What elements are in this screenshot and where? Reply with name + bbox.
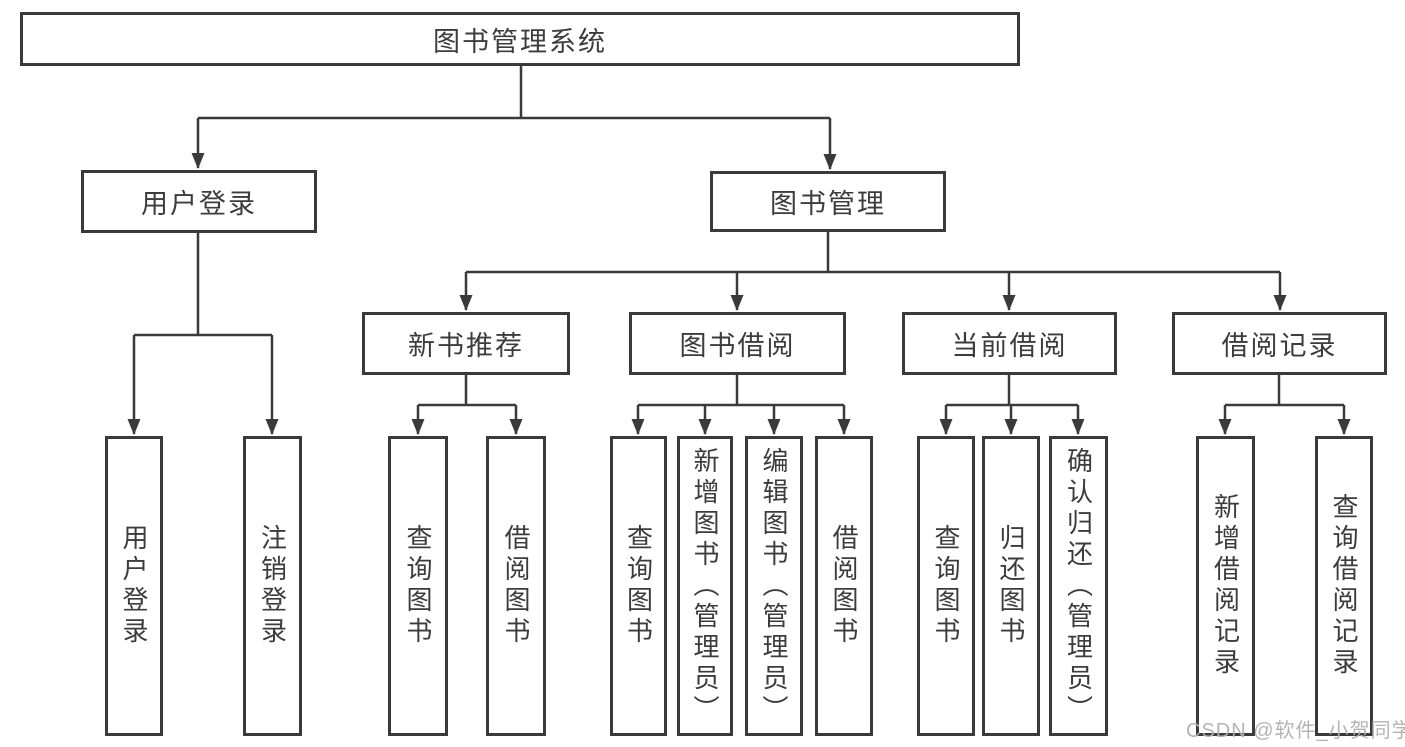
node-label: 新书推荐	[408, 331, 524, 361]
node-label: 用户登录	[141, 189, 257, 219]
node-label: 借阅图书	[829, 524, 859, 648]
leaf-query-books-recommend: 查询图书	[388, 436, 448, 736]
node-book-management: 图书管理	[710, 171, 946, 232]
node-label: 当前借阅	[951, 331, 1068, 361]
leaf-logout: 注销登录	[243, 436, 302, 736]
node-label: 图书管理	[770, 189, 886, 219]
node-label: 编辑图书（管理员）	[759, 446, 789, 726]
leaf-return-books: 归还图书	[982, 436, 1040, 736]
node-borrow-records: 借阅记录	[1172, 312, 1387, 375]
node-label: 查询图书	[403, 524, 433, 648]
leaf-query-borrow-record: 查询借阅记录	[1315, 436, 1373, 736]
node-current-borrow: 当前借阅	[902, 312, 1117, 375]
node-label: 用户登录	[119, 524, 149, 648]
leaf-add-books-admin: 新增图书（管理员）	[677, 436, 733, 736]
node-label: 查询图书	[623, 524, 654, 648]
node-label: 图书管理系统	[433, 26, 607, 57]
node-label: 查询图书	[931, 524, 961, 648]
leaf-confirm-return-admin: 确认归还（管理员）	[1049, 436, 1108, 736]
node-label: 查询借阅记录	[1329, 493, 1359, 679]
csdn-watermark: CSDN @软件_小贺同学	[1186, 720, 1405, 742]
leaf-add-borrow-record: 新增借阅记录	[1196, 436, 1255, 736]
node-library-management-system: 图书管理系统	[20, 12, 1020, 66]
node-user-login: 用户登录	[81, 170, 317, 233]
leaf-borrow-books: 借阅图书	[815, 436, 873, 736]
node-new-book-recommend: 新书推荐	[362, 312, 570, 375]
node-book-borrow: 图书借阅	[629, 312, 846, 375]
leaf-edit-books-admin: 编辑图书（管理员）	[745, 436, 803, 736]
node-label: 新增图书（管理员）	[690, 446, 720, 726]
node-label: 借阅记录	[1221, 331, 1338, 361]
leaf-query-books-current: 查询图书	[917, 436, 975, 736]
node-label: 借阅图书	[501, 524, 531, 648]
node-label: 归还图书	[996, 524, 1026, 648]
node-label: 新增借阅记录	[1210, 493, 1241, 679]
leaf-borrow-books-recommend: 借阅图书	[486, 436, 546, 736]
leaf-user-login: 用户登录	[105, 436, 163, 736]
leaf-query-books-borrow: 查询图书	[610, 436, 667, 736]
node-label: 注销登录	[257, 524, 288, 648]
node-label: 图书借阅	[679, 331, 796, 361]
node-label: 确认归还（管理员）	[1063, 446, 1094, 726]
